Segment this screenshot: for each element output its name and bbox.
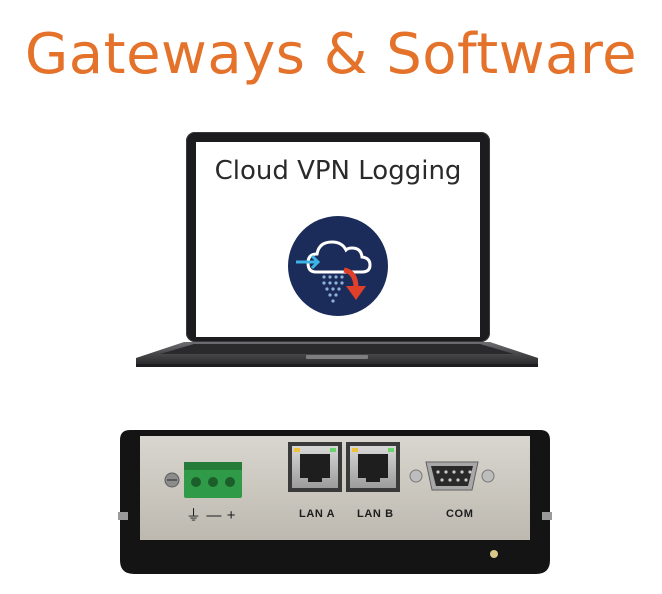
badge-circle bbox=[288, 216, 388, 316]
power-terminal-block bbox=[184, 462, 242, 498]
laptop-screen: Cloud VPN Logging bbox=[196, 142, 480, 337]
lan-a-port bbox=[288, 442, 342, 492]
lan-b-port bbox=[346, 442, 400, 492]
com-label: COM bbox=[446, 508, 474, 520]
screen-title: Cloud VPN Logging bbox=[214, 156, 462, 186]
status-led bbox=[490, 550, 498, 558]
lan-b-label: LAN B bbox=[357, 508, 394, 520]
page-title: Gateways & Software bbox=[24, 22, 638, 87]
power-terminal-label: ⏚ — + bbox=[186, 507, 237, 524]
cloud-shape bbox=[306, 240, 372, 274]
download-arrow-icon bbox=[343, 267, 366, 300]
incoming-arrow-icon bbox=[296, 254, 321, 270]
cloud-vpn-logging-icon bbox=[288, 216, 388, 316]
lan-a-label: LAN A bbox=[299, 508, 336, 520]
gateway-device bbox=[118, 430, 552, 574]
laptop-base bbox=[136, 342, 538, 367]
com-serial-port bbox=[409, 461, 495, 491]
data-dots-icon bbox=[322, 275, 344, 303]
